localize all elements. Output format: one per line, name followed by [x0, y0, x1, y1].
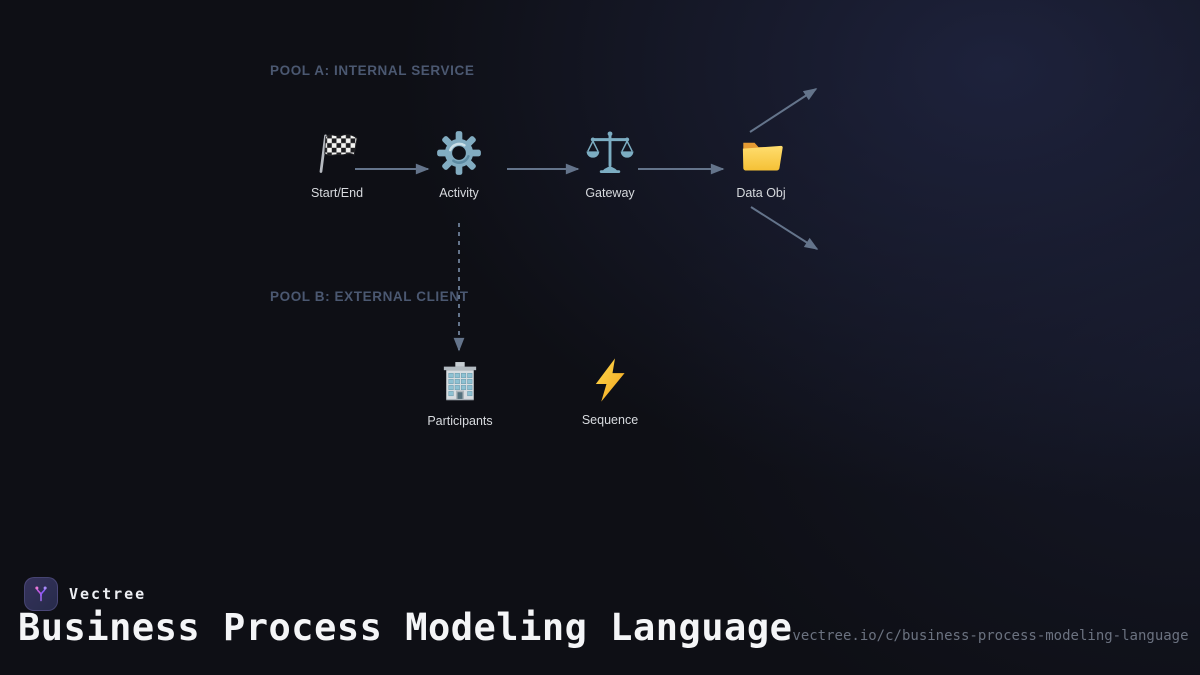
node-label: Activity	[439, 186, 479, 200]
node-label: Participants	[427, 414, 493, 428]
checkered-flag-icon	[312, 128, 362, 178]
page-title: Business Process Modeling Language	[18, 606, 793, 649]
vectree-logo	[24, 577, 58, 611]
edge-dataobj-out-down	[750, 206, 819, 250]
node-label: Data Obj	[736, 186, 786, 200]
title-row: Business Process Modeling Language vectr…	[18, 606, 1189, 649]
lightning-bolt-icon	[585, 355, 635, 405]
node-data-obj: Data Obj	[696, 128, 826, 200]
folder-icon	[736, 128, 786, 178]
node-start-end: Start/End	[272, 128, 402, 200]
pool-a-label: POOL A: INTERNAL SERVICE	[270, 63, 475, 78]
gear-icon	[434, 128, 484, 178]
page-url: vectree.io/c/business-process-modeling-l…	[792, 628, 1189, 644]
brand-name: Vectree	[69, 585, 147, 603]
balance-scale-icon	[585, 128, 635, 178]
office-building-icon	[435, 356, 485, 406]
vectree-branch-icon	[35, 586, 47, 602]
edge-dataobj-out-up	[749, 88, 818, 133]
brand-row: Vectree	[24, 577, 146, 611]
node-label: Sequence	[581, 413, 639, 427]
node-sequence: Sequence	[545, 355, 675, 427]
node-label: Start/End	[310, 186, 364, 200]
node-label: Gateway	[585, 186, 635, 200]
node-participants: Participants	[395, 356, 525, 428]
node-gateway: Gateway	[545, 128, 675, 200]
pool-b-label: POOL B: EXTERNAL CLIENT	[270, 289, 469, 304]
node-activity: Activity	[394, 128, 524, 200]
